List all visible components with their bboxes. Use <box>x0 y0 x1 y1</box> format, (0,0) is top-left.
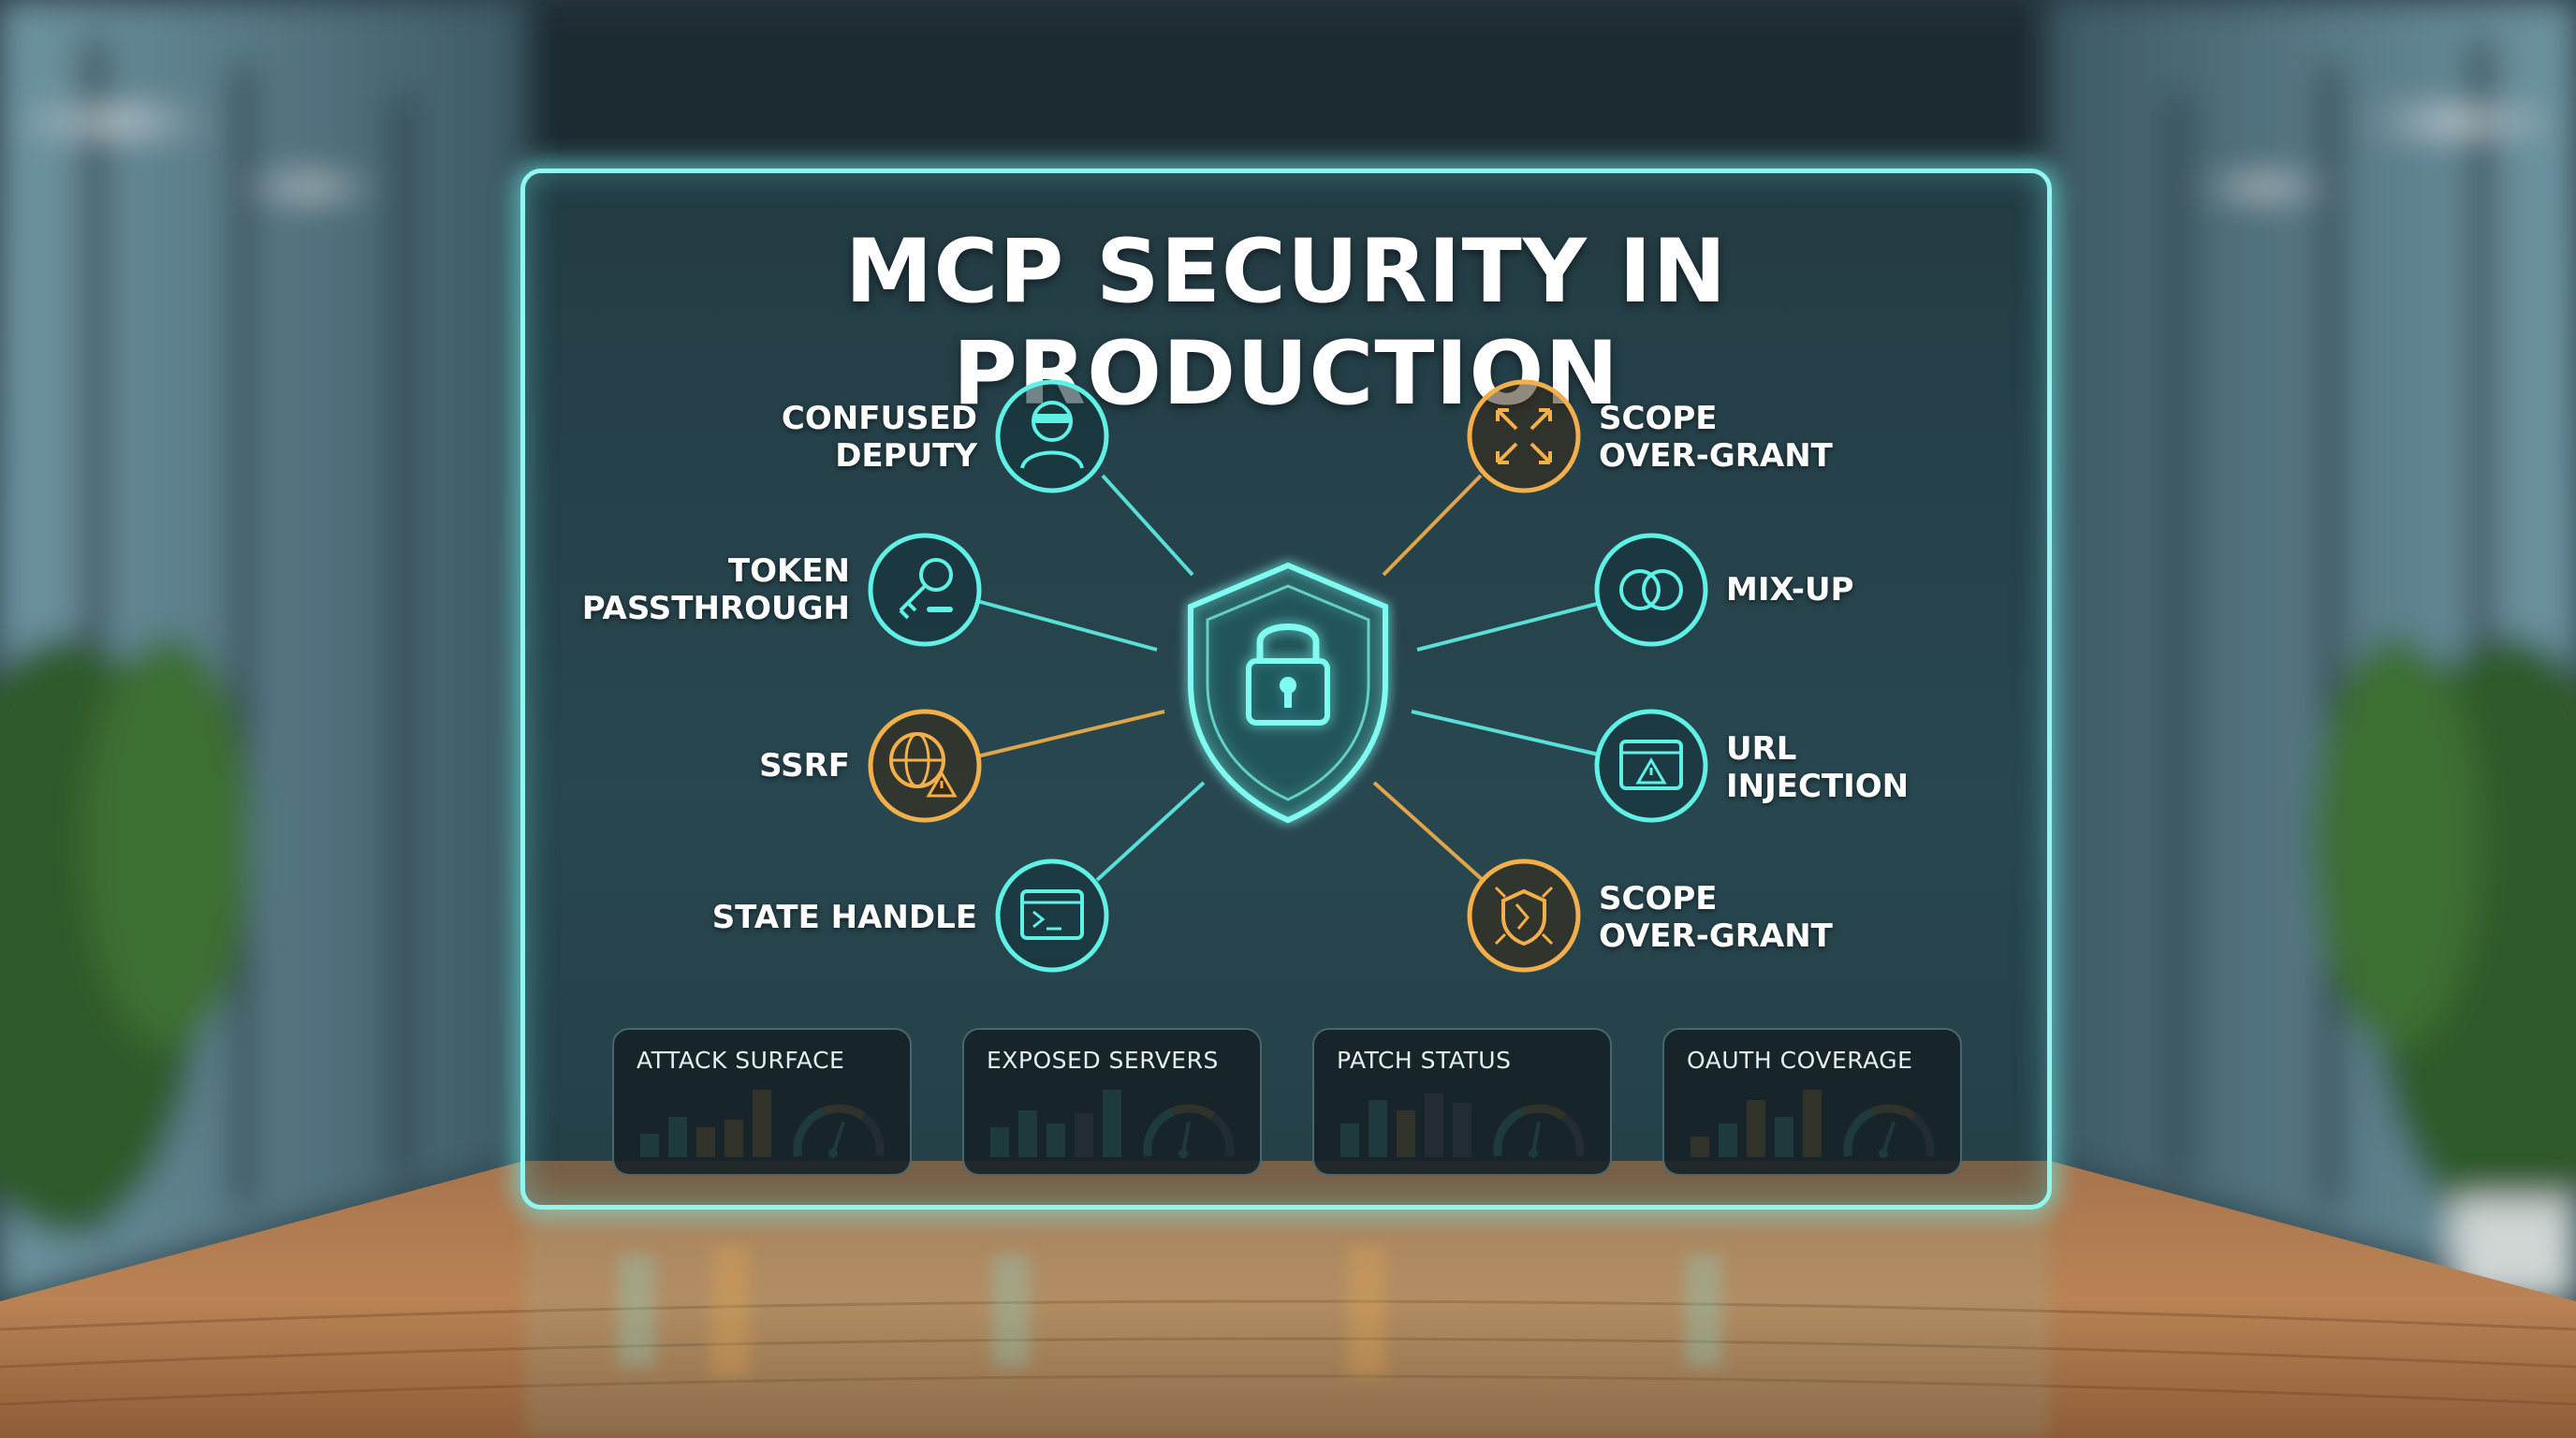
metric-card-patch-status: PATCH STATUS <box>1312 1028 1612 1176</box>
key-icon <box>868 533 982 647</box>
metric-title: ATTACK SURFACE <box>637 1047 845 1074</box>
threat-label-confused-deputy: CONFUSED DEPUTY <box>781 400 977 475</box>
broken-shield-arrows-icon <box>1467 858 1581 973</box>
expand-arrows-icon <box>1467 379 1581 493</box>
connector-line <box>1382 474 1483 577</box>
connector-line <box>1411 710 1600 756</box>
terminal-window-icon <box>995 858 1109 973</box>
metric-title: EXPOSED SERVERS <box>987 1047 1219 1074</box>
metric-card-attack-surface: ATTACK SURFACE <box>612 1028 912 1176</box>
connector-line <box>1095 781 1206 882</box>
browser-warning-icon <box>1594 709 1708 823</box>
masked-user-icon <box>995 379 1109 493</box>
connector-line <box>1101 474 1194 577</box>
connector-lines <box>976 474 1602 882</box>
globe-warning-icon <box>868 709 982 823</box>
threat-label-mix-up: MIX-UP <box>1726 571 1854 609</box>
shield-lock-icon <box>1188 562 1388 824</box>
threat-label-url-injection: URL INJECTION <box>1726 730 1910 805</box>
threat-label-scope-over-grant-top: SCOPE OVER-GRANT <box>1599 400 1833 475</box>
metric-title: PATCH STATUS <box>1337 1047 1512 1074</box>
threat-label-state-handle: STATE HANDLE <box>711 899 977 936</box>
connector-line <box>976 710 1165 758</box>
threat-label-token-passthrough: TOKEN PASSTHROUGH <box>581 552 850 627</box>
metric-title: OAUTH COVERAGE <box>1687 1047 1913 1074</box>
threat-label-ssrf: SSRF <box>759 747 850 785</box>
connector-line <box>1372 781 1485 882</box>
page-title: MCP SECURITY IN PRODUCTION <box>844 221 1728 425</box>
connector-line <box>976 599 1158 652</box>
metric-card-exposed-servers: EXPOSED SERVERS <box>962 1028 1262 1176</box>
connector-line <box>1416 601 1602 652</box>
overlapping-circles-icon <box>1594 533 1708 647</box>
threat-label-scope-over-grant-bottom: SCOPE OVER-GRANT <box>1599 880 1833 955</box>
metric-card-oauth-coverage: OAUTH COVERAGE <box>1662 1028 1962 1176</box>
